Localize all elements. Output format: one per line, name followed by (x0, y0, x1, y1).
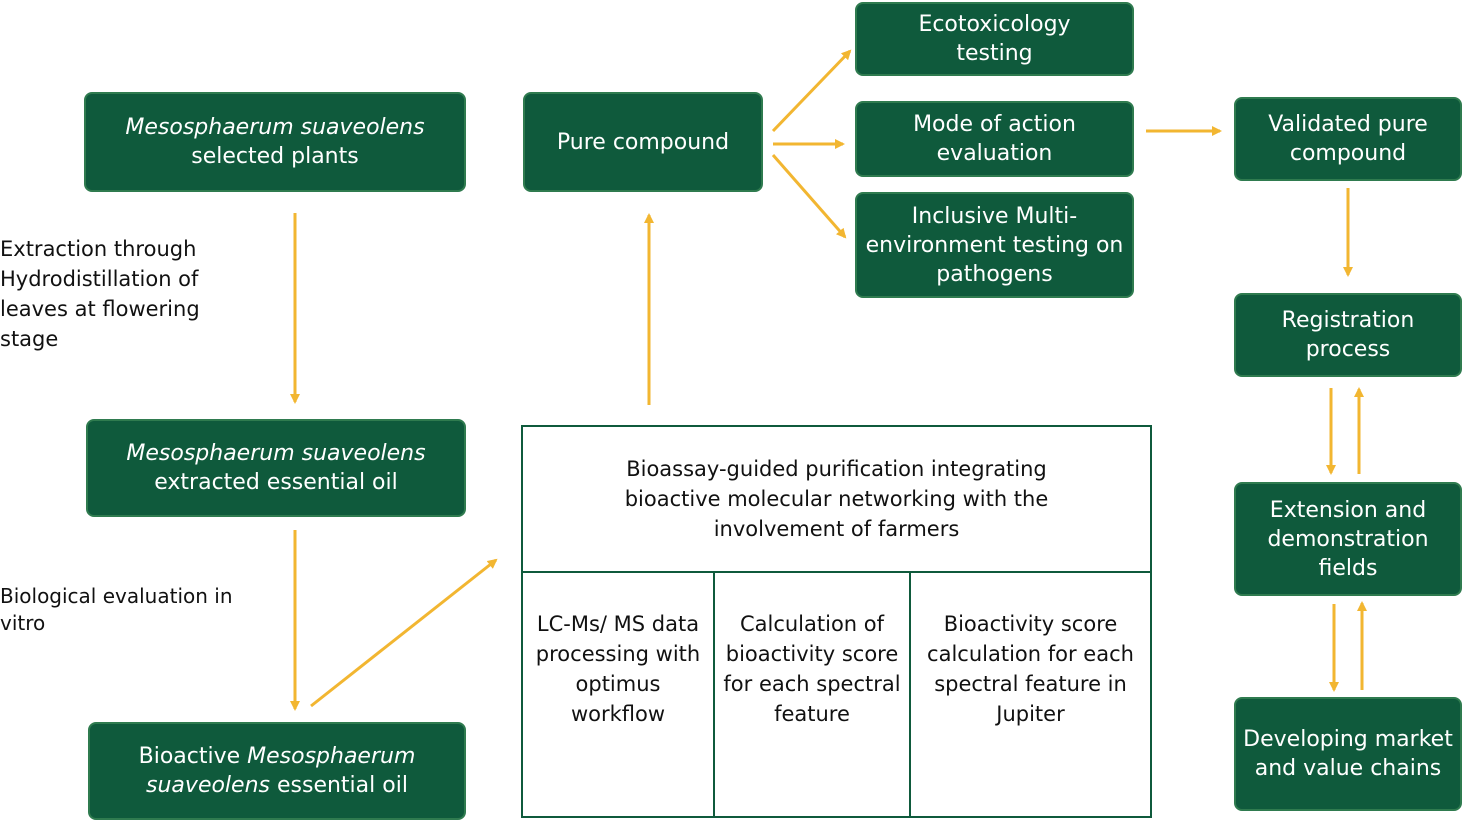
box-registration: Registration process (1234, 293, 1462, 377)
label-extraction-text: Extraction through Hydrodistillation of … (0, 237, 200, 351)
box-text: Registration process (1281, 308, 1415, 362)
panel-column-3: Bioactivity score calculation for each s… (911, 571, 1150, 816)
box-bioactive-oil: Bioactive Mesosphaerum suaveolens essent… (88, 722, 466, 820)
panel-header: Bioassay-guided purification integrating… (523, 427, 1150, 573)
box-text: Extension and demonstration fields (1267, 497, 1429, 581)
box-ecotoxicology: Ecotoxicology testing (855, 2, 1134, 76)
species-epithet: suaveolens (146, 773, 270, 798)
box-text: essential oil (270, 773, 408, 798)
box-text: Mode of action evaluation (913, 112, 1076, 166)
box-inclusive-testing: Inclusive Multi-environment testing on p… (855, 192, 1134, 298)
arrow-pure-to-inclusive (771, 154, 847, 239)
box-mode-of-action: Mode of action evaluation (855, 101, 1134, 177)
label-biological-text: Biological evaluation in vitro (0, 584, 233, 635)
box-developing: Developing market and value chains (1234, 697, 1462, 811)
panel-column-2: Calculation of bioactivity score for eac… (715, 571, 909, 816)
label-biological: Biological evaluation in vitro (0, 583, 250, 637)
box-text: Ecotoxicology testing (918, 12, 1071, 66)
panel-column-text: Calculation of bioactivity score for eac… (723, 612, 901, 726)
panel-divider-1 (713, 571, 715, 816)
panel-divider-2 (909, 571, 911, 816)
box-text-prefix: Bioactive (138, 744, 248, 769)
box-extension: Extension and demonstration fields (1234, 482, 1462, 596)
arrow-bioactive-to-panel (310, 558, 498, 708)
box-text: selected plants (191, 144, 359, 169)
box-text: extracted essential oil (154, 470, 398, 495)
species-name: Mesosphaerum suaveolens (126, 441, 426, 466)
purification-panel: Bioassay-guided purification integrating… (521, 425, 1152, 818)
box-pure-compound: Pure compound (523, 92, 763, 192)
box-text: Inclusive Multi-environment testing on p… (865, 203, 1124, 287)
box-text: Pure compound (556, 129, 730, 155)
arrow-pure-to-ecotox (771, 49, 852, 133)
species-genus: Mesosphaerum (247, 744, 416, 769)
box-validated: Validated pure compound (1234, 97, 1462, 181)
label-extraction: Extraction through Hydrodistillation of … (0, 234, 250, 354)
box-extracted-oil: Mesosphaerum suaveolens extracted essent… (86, 419, 466, 517)
box-text: Developing market and value chains (1243, 727, 1453, 781)
panel-column-text: Bioactivity score calculation for each s… (927, 612, 1134, 726)
panel-header-text: Bioassay-guided purification integrating… (624, 457, 1049, 541)
panel-column-1: LC-Ms/ MS data processing with optimus w… (523, 571, 713, 816)
box-selected-plants: Mesosphaerum suaveolens selected plants (84, 92, 466, 192)
panel-column-text: LC-Ms/ MS data processing with optimus w… (535, 612, 701, 726)
species-name: Mesosphaerum suaveolens (125, 115, 425, 140)
box-text: Validated pure compound (1268, 112, 1428, 166)
